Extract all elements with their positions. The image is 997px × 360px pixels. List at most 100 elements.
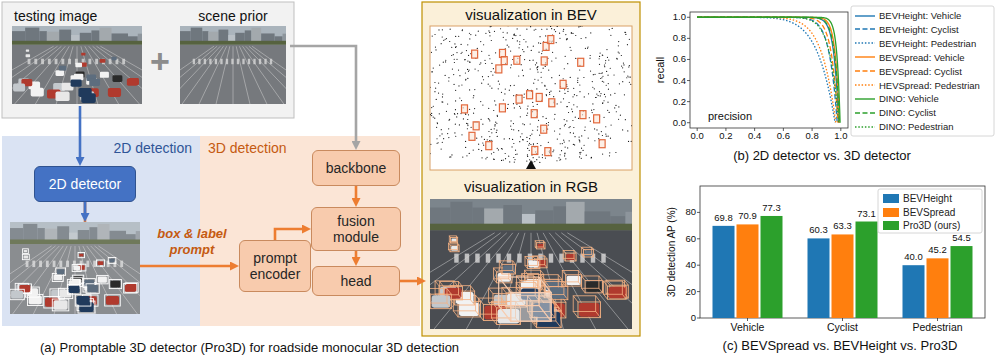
rgb-visualization-image: [440, 282, 459, 295]
bev-visualization-image: [555, 83, 556, 84]
rgb-visualization-image: [604, 281, 608, 286]
bev-visualization-image: [606, 71, 607, 72]
bev-visualization-image: [629, 82, 630, 83]
bev-visualization-image: [578, 26, 579, 27]
legend-line-sample: [855, 95, 875, 103]
bev-visualization-image: [488, 131, 489, 132]
bev-visualization-image: [607, 102, 608, 103]
bev-visualization-image: [482, 76, 483, 77]
bev-visualization-image: [606, 49, 607, 50]
bev-visualization-image: [489, 35, 490, 36]
bev-visualization-image: [538, 156, 539, 157]
legend-line-sample: [855, 43, 875, 44]
node-text: 2D detection: [10, 140, 192, 156]
connector-arrow: [355, 186, 358, 201]
bev-visualization-image: [625, 119, 626, 120]
bev-visualization-image: [523, 75, 524, 76]
tick-label: 40: [685, 260, 696, 271]
bev-visualization-image: [549, 92, 550, 93]
rgb-visualization-image: [535, 247, 536, 249]
bev-visualization-image: [481, 136, 482, 137]
bev-visualization-image: [472, 50, 478, 58]
bev-visualization-image: [601, 131, 602, 132]
bev-visualization-image: [469, 109, 470, 110]
rgb-visualization-image: [592, 255, 594, 257]
bev-visualization-image: [527, 148, 528, 149]
bev-visualization-image: [627, 44, 628, 45]
legend-text: BEVSpread: Cyclist: [879, 66, 962, 77]
legend-line-sample: [855, 109, 875, 117]
bev-visualization-image: [545, 35, 546, 36]
bev-visualization-image: [561, 150, 562, 151]
bev-visualization-image: [537, 104, 538, 105]
bar-value: 63.3: [833, 222, 852, 233]
scene-prior-image: [242, 59, 244, 64]
bev-visualization-image: [494, 31, 495, 32]
bev-visualization-image: [501, 148, 502, 149]
bev-visualization-image: [564, 153, 565, 154]
bev-visualization-image: [473, 122, 479, 130]
bev-visualization-image: [554, 130, 555, 131]
bev-visualization-image: [468, 55, 469, 56]
bev-visualization-image: [497, 136, 498, 137]
bev-visualization-image: [461, 105, 467, 113]
bev-visualization-image: [564, 68, 565, 69]
detection-output-image: [54, 300, 68, 309]
process-box: 2D detector: [34, 166, 136, 202]
testing-image: [12, 41, 142, 45]
rgb-visualization-image: [448, 243, 450, 245]
testing-image: [95, 59, 98, 64]
bev-visualization-image: [625, 32, 626, 33]
bev-visualization-image: [527, 141, 528, 142]
bev-visualization-image: [504, 93, 505, 94]
bev-visualization-image: [542, 157, 543, 158]
scene-prior-image: [216, 46, 230, 104]
bar: [832, 234, 854, 318]
bev-visualization-image: [503, 37, 504, 38]
bev-visualization-image: [566, 120, 567, 121]
bar-value: 70.9: [738, 211, 757, 222]
scene-prior-image: [243, 46, 284, 104]
bev-visualization-image: [489, 58, 490, 59]
bev-visualization-image: [510, 125, 511, 126]
image-panel: visualization in BEV: [426, 4, 636, 172]
bev-visualization-image: [603, 117, 604, 118]
bev-visualization-image: [455, 109, 456, 110]
bev-visualization-image: [476, 138, 477, 139]
bev-visualization-image: [493, 110, 494, 111]
bev-visualization-image: [455, 100, 456, 101]
rgb-visualization-image: [432, 295, 451, 307]
rgb-visualization-image: [540, 270, 543, 274]
bev-visualization-image: [488, 30, 489, 31]
bev-visualization-image: [457, 113, 458, 114]
detection-output-image: [52, 299, 69, 311]
bev-visualization-image: [529, 138, 530, 139]
bev-visualization-image: [527, 91, 533, 99]
bev-visualization-image: [527, 113, 528, 114]
bev-visualization-image: [527, 46, 528, 47]
bev-visualization-image: [483, 44, 484, 45]
bev-visualization-image: [478, 149, 479, 150]
rgb-visualization-image: [607, 286, 626, 299]
rgb-visualization-image: [573, 311, 578, 317]
rgb-visualization-image: [604, 281, 623, 294]
bev-visualization-image: [565, 56, 566, 57]
bev-visualization-image: [513, 123, 514, 124]
bev-visualization-image: [532, 146, 538, 154]
bev-visualization-image: [608, 59, 609, 60]
rgb-visualization-image: [459, 302, 479, 316]
detection-output-image: [57, 269, 64, 274]
bev-visualization-image: [575, 117, 576, 118]
bev-visualization-image: [567, 106, 568, 107]
bev-visualization-image: [531, 110, 537, 118]
bev-visualization-image: [473, 95, 474, 96]
rgb-visualization-image: [545, 256, 547, 259]
bev-visualization-image: [619, 83, 620, 84]
detection-output-image: [108, 258, 116, 264]
bev-visualization-image: [434, 34, 435, 35]
bev-visualization-image: [479, 64, 480, 65]
bev-visualization-image: [622, 129, 623, 130]
detection-output-image: [67, 284, 80, 294]
legend-entry: HEVSpread: Pedestrian: [855, 79, 980, 92]
testing-image: [56, 46, 73, 104]
